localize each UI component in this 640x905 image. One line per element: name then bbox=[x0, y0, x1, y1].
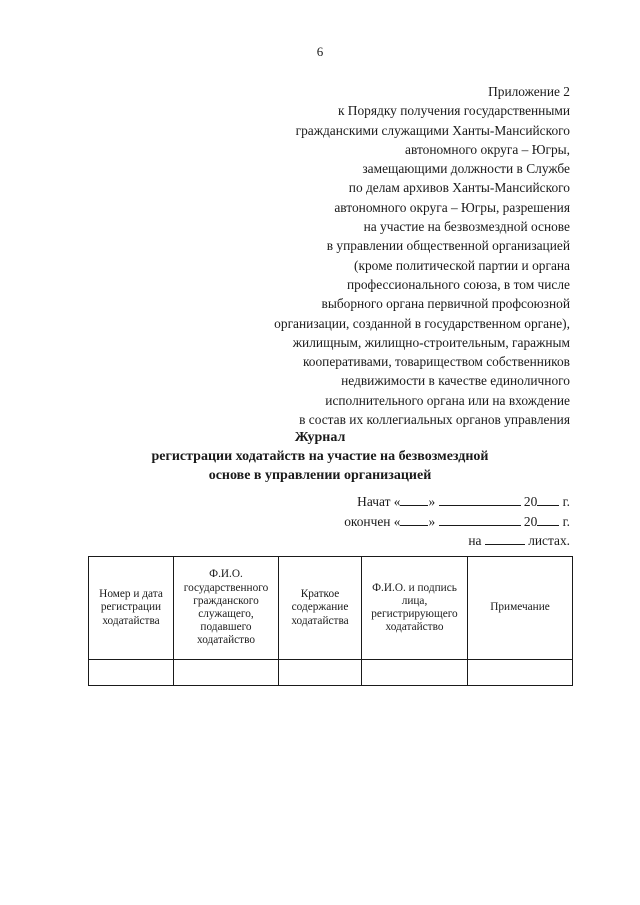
sheets-label: на bbox=[468, 533, 482, 548]
started-label: Начат « bbox=[357, 494, 401, 509]
started-mid: » bbox=[428, 494, 436, 509]
journal-title: Журнал регистрации ходатайств на участие… bbox=[0, 428, 640, 485]
started-row: Начат « » 20 г. bbox=[344, 492, 570, 512]
column-header-summary: Краткое содержание ходатайства bbox=[278, 556, 362, 660]
appendix-line: в управлении общественной организацией bbox=[326, 238, 570, 254]
journal-title-line: основе в управлении организацией bbox=[208, 468, 432, 483]
table-cell bbox=[278, 659, 362, 686]
started-year-prefix: 20 bbox=[523, 494, 538, 509]
finished-year-prefix: 20 bbox=[523, 513, 538, 529]
finished-year-blank bbox=[537, 514, 560, 526]
appendix-line: выборного органа первичной профсоюзной bbox=[321, 296, 570, 312]
column-header-number-date: Номер и дата регистрации ходатайства bbox=[88, 556, 174, 660]
finished-day-blank bbox=[400, 514, 429, 526]
appendix-line: Приложение 2 bbox=[488, 84, 570, 99]
appendix-line: кооперативами, товариществом собственник… bbox=[302, 354, 570, 370]
appendix-line: жилищным, жилищно-строительным, гаражным bbox=[292, 334, 570, 350]
started-suffix: г. bbox=[562, 494, 570, 509]
appendix-line: замещающими должности в Службе bbox=[362, 161, 570, 177]
appendix-line: в состав их коллегиальных органов управл… bbox=[299, 412, 570, 428]
finished-suffix: г. bbox=[562, 513, 570, 529]
started-day-blank bbox=[400, 494, 429, 506]
finished-row: окончен « » 20 г. bbox=[344, 512, 570, 532]
appendix-line: автономного округа – Югры, разрешения bbox=[334, 199, 570, 215]
sheets-suffix: листах. bbox=[528, 533, 570, 548]
appendix-line: профессионального союза, в том числе bbox=[347, 276, 570, 292]
journal-title-heading: Журнал bbox=[294, 430, 346, 445]
column-header-note: Примечание bbox=[467, 556, 573, 660]
column-header-registrar: Ф.И.О. и подпись лица, регистрирующего х… bbox=[361, 556, 468, 660]
journal-title-line: регистрации ходатайств на участие на без… bbox=[151, 449, 489, 464]
sheets-count-blank bbox=[484, 533, 525, 545]
appendix-line: к Порядку получения государственными bbox=[337, 103, 570, 119]
sheets-row: на листах. bbox=[344, 531, 570, 551]
appendix-line: на участие на безвозмездной основе bbox=[363, 219, 570, 235]
finished-label: окончен « bbox=[344, 513, 401, 529]
appendix-line: автономного округа – Югры, bbox=[405, 141, 570, 157]
appendix-line: исполнительного органа или на вхождение bbox=[325, 392, 570, 408]
appendix-line: организации, созданной в государственном… bbox=[274, 315, 570, 331]
registry-table: Номер и дата регистрации ходатайства Ф.И… bbox=[88, 556, 573, 686]
table-cell bbox=[88, 659, 174, 686]
table-cell bbox=[361, 659, 468, 686]
started-year-blank bbox=[537, 494, 560, 506]
appendix-line: недвижимости в качестве единоличного bbox=[341, 373, 570, 389]
table-row bbox=[88, 659, 573, 686]
appendix-line: гражданскими служащими Ханты-Мансийского bbox=[295, 122, 570, 138]
table-cell bbox=[173, 659, 279, 686]
finished-month-blank bbox=[438, 514, 521, 526]
table-header-row: Номер и дата регистрации ходатайства Ф.И… bbox=[88, 556, 573, 660]
page-number: 6 bbox=[316, 44, 324, 59]
started-month-blank bbox=[438, 494, 521, 506]
appendix-header: Приложение 2 к Порядку получения государ… bbox=[210, 82, 570, 429]
table-cell bbox=[467, 659, 573, 686]
finished-mid: » bbox=[428, 513, 436, 529]
column-header-servant-name: Ф.И.О. государственного гражданского слу… bbox=[173, 556, 279, 660]
journal-meta: Начат « » 20 г. окончен « » 20 г. на листа… bbox=[344, 492, 570, 551]
appendix-line: (кроме политической партии и органа bbox=[353, 257, 570, 273]
appendix-line: по делам архивов Ханты-Мансийского bbox=[348, 180, 570, 196]
